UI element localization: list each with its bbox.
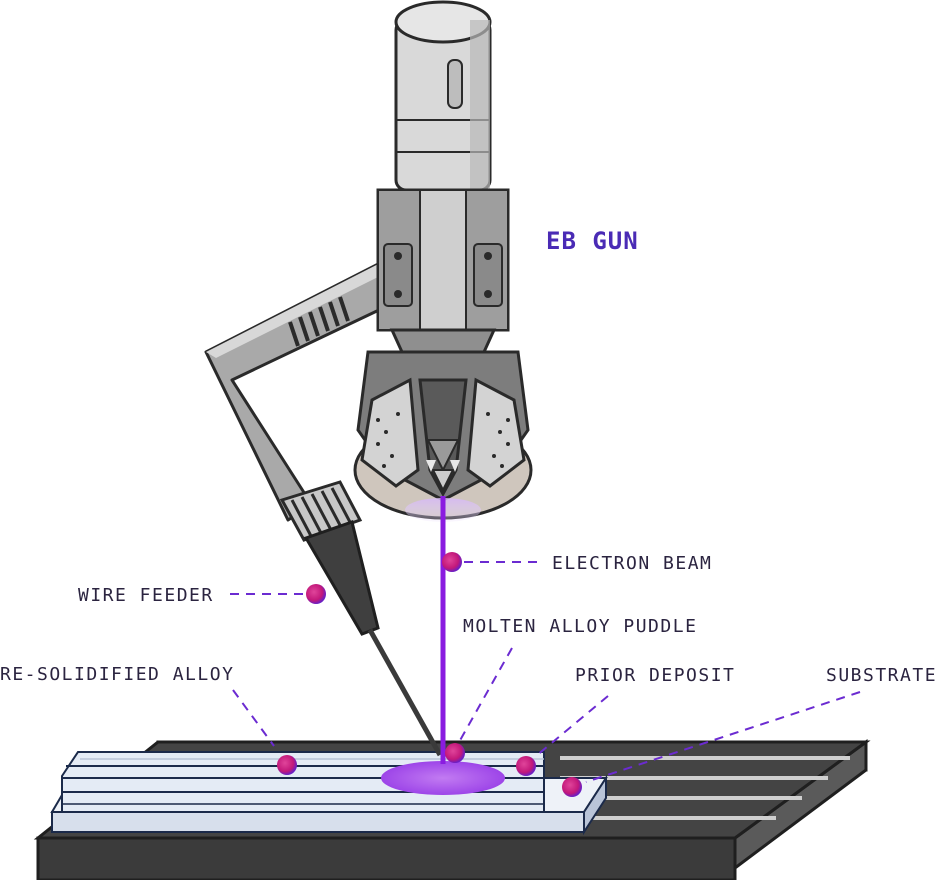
label-molten-alloy-puddle: MOLTEN ALLOY PUDDLE [463, 616, 697, 637]
markers [277, 552, 582, 797]
eb-gun-title: EB GUN [546, 227, 639, 255]
marker-electron-beam [442, 552, 462, 572]
label-prior-deposit: PRIOR DEPOSIT [575, 665, 735, 686]
label-wire-feeder: WIRE FEEDER [78, 585, 214, 606]
label-re-solidified-alloy: RE-SOLIDIFIED ALLOY [0, 664, 234, 685]
label-substrate: SUBSTRATE [826, 665, 937, 686]
marker-prior-deposit [516, 756, 536, 776]
leader-lines [230, 561, 861, 783]
eb-gun [353, 0, 533, 522]
leader-re-solidified-alloy [232, 689, 275, 747]
marker-re-solidified-alloy [277, 755, 297, 775]
wire-feeder-arm [204, 256, 443, 757]
label-electron-beam: ELECTRON BEAM [552, 553, 712, 574]
leader-substrate [585, 691, 861, 783]
leader-molten-alloy-puddle [457, 647, 513, 745]
marker-substrate [562, 777, 582, 797]
head-rivets [376, 412, 510, 468]
marker-molten-alloy-puddle [445, 743, 465, 763]
molten-alloy-puddle [381, 761, 505, 795]
marker-wire-feeder [306, 584, 326, 604]
arm-grip-ridges [288, 296, 350, 347]
